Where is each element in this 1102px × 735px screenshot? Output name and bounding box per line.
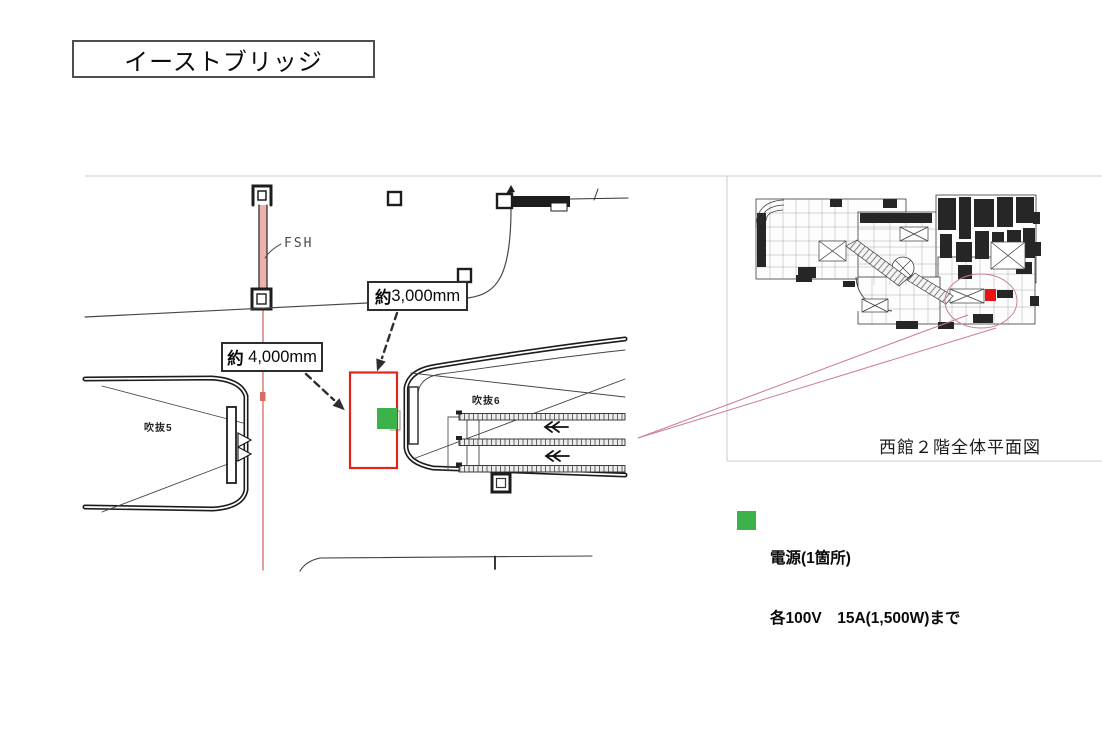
bottom-boundary	[299, 555, 593, 572]
overview-xboxes	[818, 226, 1026, 313]
overview-caption: 西館２階全体平面図	[879, 438, 1041, 457]
fsh-wall	[250, 184, 282, 311]
atrium5-structure	[82, 375, 253, 513]
overview-location-marker	[985, 289, 996, 301]
legend-text: 電源(1箇所) 各100V 15A(1,500W)まで	[770, 509, 960, 669]
main-floor-plan	[82, 184, 629, 572]
fsh-leader-line	[264, 243, 282, 259]
overview-plan	[755, 194, 1041, 329]
connector-line-lower	[637, 327, 997, 439]
fsh-wall-label: FSH	[284, 236, 314, 251]
atrium6-label: 吹抜6	[472, 396, 501, 407]
scan-frame-lines	[85, 175, 1102, 462]
slide-title: イーストブリッジ	[124, 48, 323, 76]
overview-corridors	[845, 239, 954, 305]
atrium6-structure	[403, 336, 628, 494]
power-outlet-marker	[377, 408, 397, 429]
measurement-4000-box: 約 4,000mm	[221, 342, 323, 372]
legend-swatch-rect	[737, 511, 756, 530]
measurement-3000-value: 3,000mm	[391, 286, 461, 305]
legend-power-detail: 各100V 15A(1,500W)まで	[770, 610, 961, 627]
measurement-4000-value: 4,000mm	[243, 347, 317, 366]
overview-highlight-ellipse	[944, 273, 1018, 329]
atrium5-label: 吹抜5	[144, 423, 173, 434]
legend: 電源(1箇所) 各100V 15A(1,500W)まで	[737, 509, 960, 669]
slide-title-box: イーストブリッジ	[72, 40, 375, 78]
fsh-wall-fill	[259, 205, 267, 290]
connector-line-upper	[637, 314, 969, 439]
red-guide-tick	[260, 392, 266, 401]
measurement-arrow-4000	[304, 372, 345, 411]
column	[386, 190, 403, 207]
top-wall	[495, 185, 629, 212]
measurement-arrow-3000	[376, 311, 399, 372]
measurement-3000-prefix: 約	[374, 289, 392, 307]
measurement-4000-prefix: 約	[227, 350, 244, 368]
escalator-direction-arrows	[543, 421, 570, 462]
escalator-bands	[456, 410, 626, 473]
legend-power-swatch-icon	[737, 511, 756, 530]
legend-power-label: 電源(1箇所)	[770, 550, 851, 567]
